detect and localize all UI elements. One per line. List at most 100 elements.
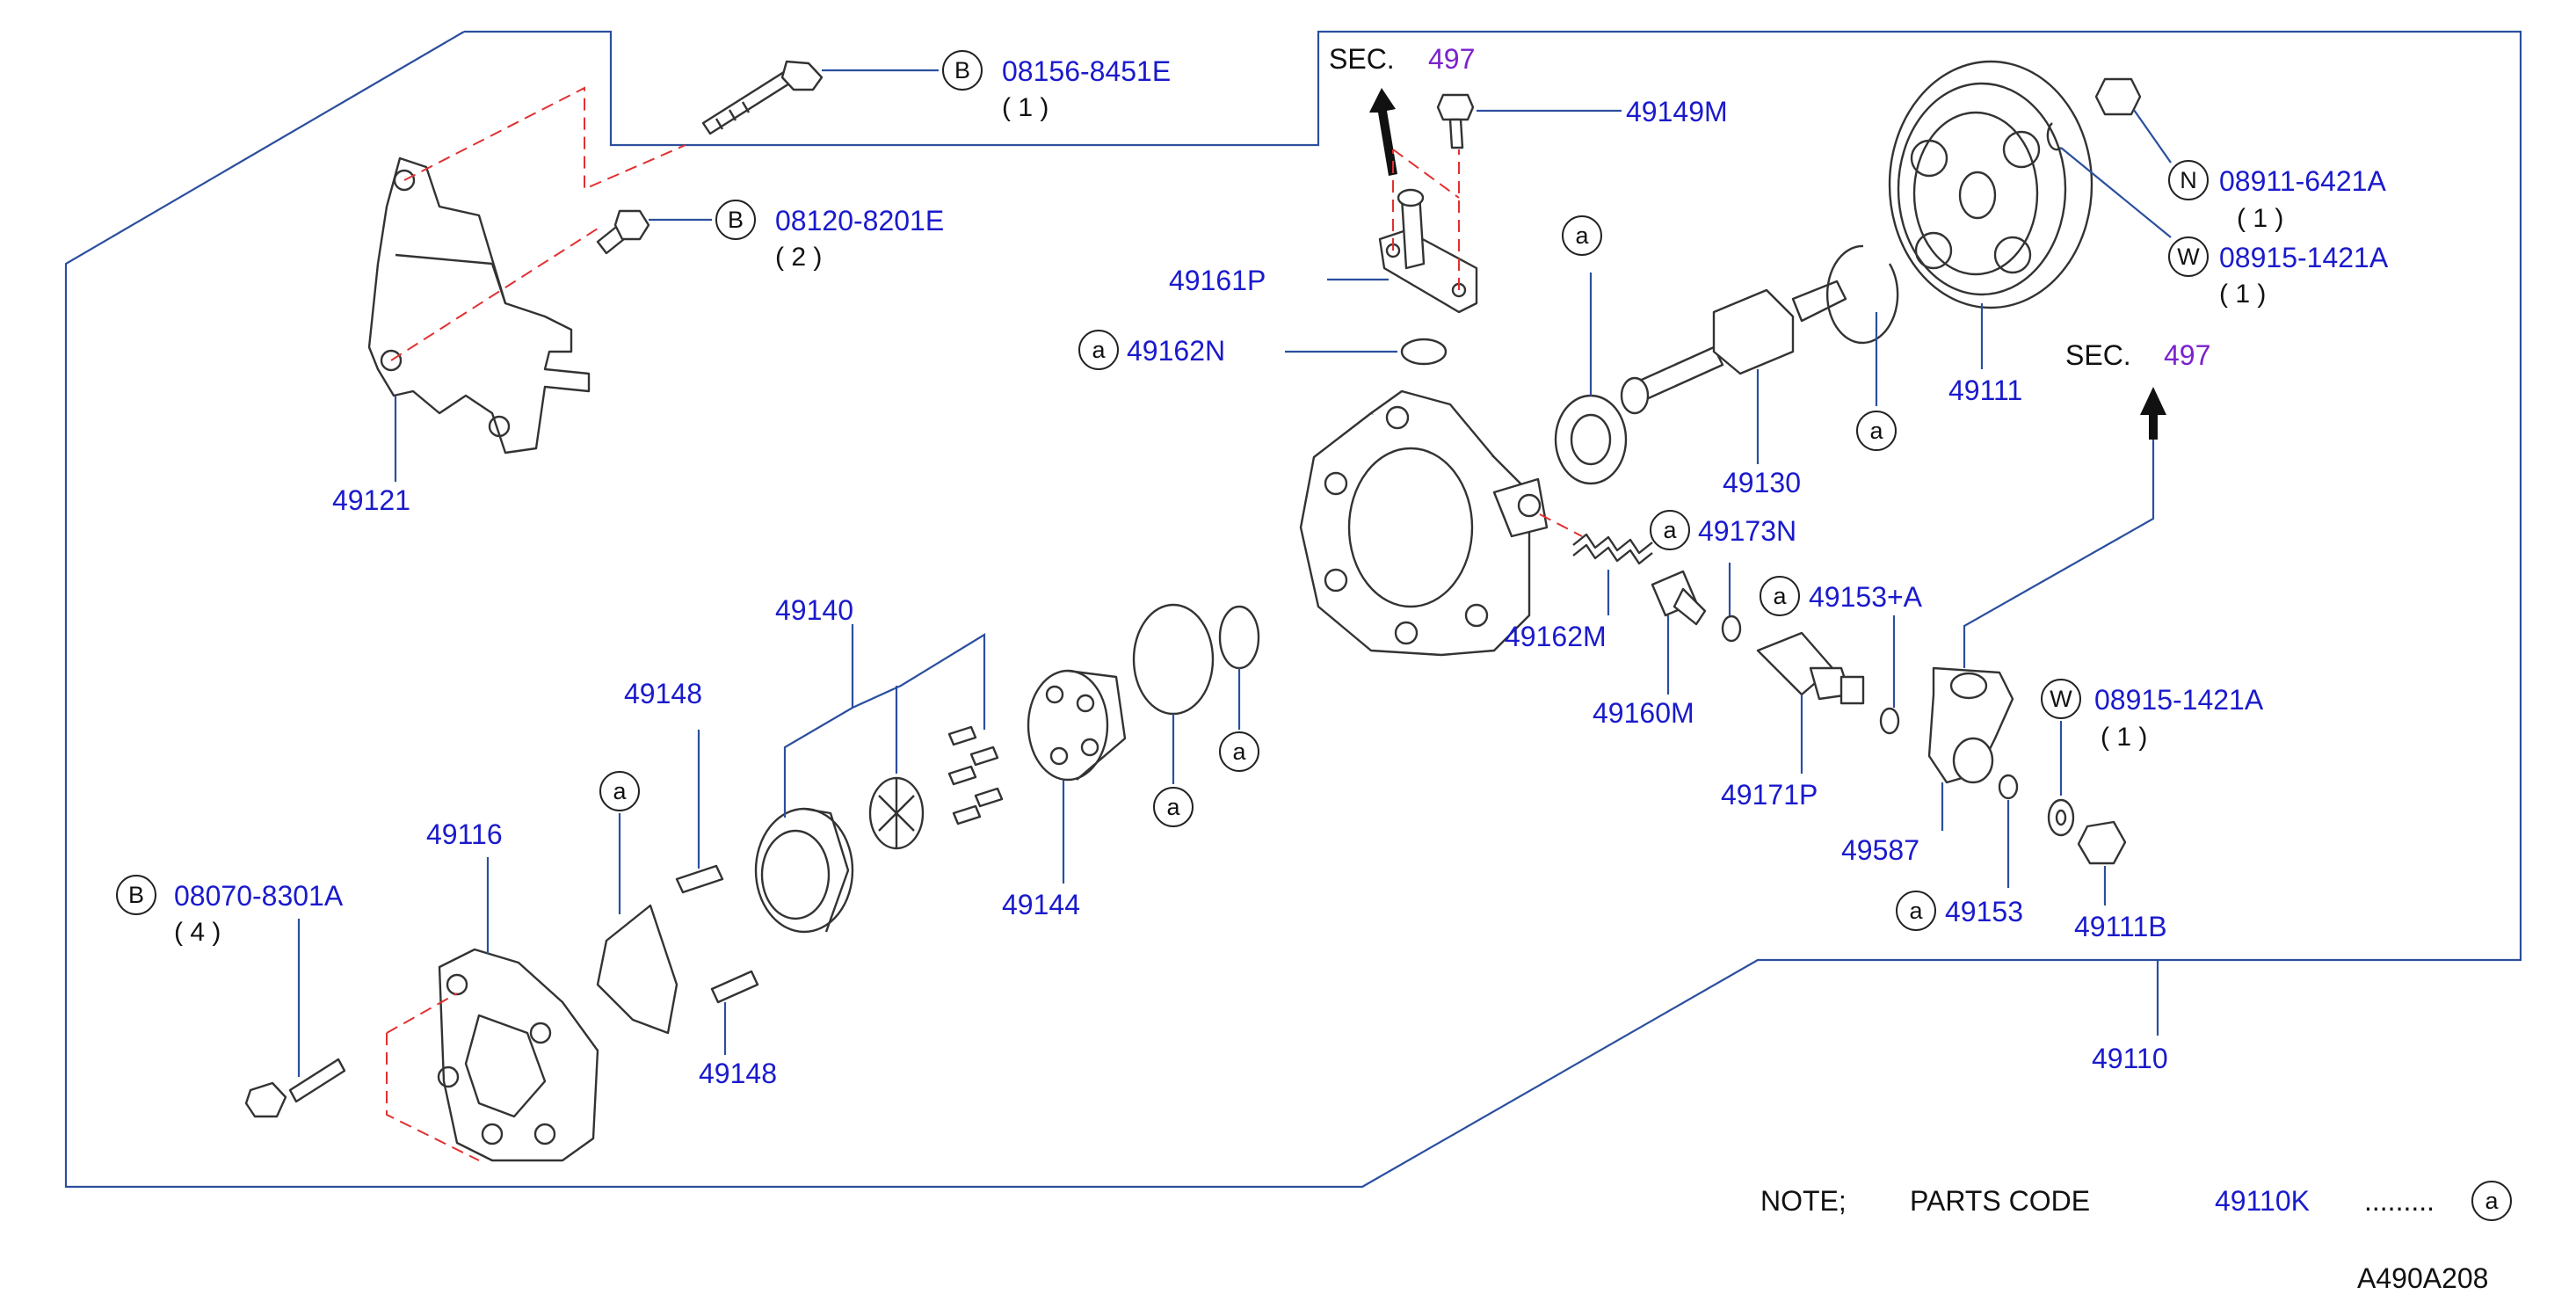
bolt-08156 [701,60,824,135]
callout-b-3 [116,875,156,915]
qty-08915-top: ( 1 ) [2219,280,2266,309]
callout-a-gasket-text: a [613,778,627,804]
note-callout-text: a [2485,1188,2499,1214]
qty-08156: ( 1 ) [1002,93,1049,122]
qty-08070: ( 4 ) [174,918,221,947]
label-08156: 08156-8451E [1002,55,1171,87]
callout-w-2-text: W [2050,686,2072,712]
callout-n-text: N [2180,167,2197,193]
callout-a-seal [1562,215,1602,256]
callout-a-49162n-text: a [1092,337,1106,363]
callout-w-1 [2168,236,2209,277]
callout-w-1-text: W [2177,244,2200,270]
note-prefix: NOTE; [1760,1185,1847,1217]
callout-b-2-text: B [728,207,744,233]
callout-a-oring-large-text: a [1166,794,1180,820]
connector-49161p [1378,149,1478,314]
callout-b-2 [715,200,756,240]
callout-a-snap-ring-text: a [1869,418,1883,444]
washer-08915-top [2046,122,2062,151]
note-dots: ......... [2364,1185,2435,1217]
label-49153a: 49153+A [1809,581,1923,613]
cartridge-49140 [754,725,1004,934]
valve-49160m [1651,570,1707,626]
bolt-08070 [244,1058,346,1118]
label-49144: 49144 [1002,889,1080,920]
bolt-08120 [596,209,650,255]
callout-a-snap-ring [1856,411,1897,451]
label-49171p: 49171P [1721,779,1818,811]
label-49160m: 49160M [1593,697,1694,729]
label-08915-top: 08915-1421A [2219,242,2389,273]
leader-49140 [783,633,986,818]
qty-08911: ( 1 ) [2237,204,2283,233]
label-08070: 08070-8301A [174,880,344,912]
washer-08915-bottom [2047,798,2075,837]
qty-08915-bottom: ( 1 ) [2101,723,2147,752]
union-49587 [1927,666,2014,784]
label-49161p: 49161P [1169,265,1266,296]
label-49111: 49111 [1948,375,2022,406]
callout-a-49173n [1650,510,1690,550]
oring-49173n [1721,615,1742,643]
sec-top-number: 497 [1428,43,1475,75]
cover-49116 [386,948,599,1162]
label-49148-bottom: 49148 [699,1058,777,1089]
sec-right-arrow [2140,387,2166,440]
oring-49153 [1998,774,2019,800]
label-49130: 49130 [1723,467,1801,498]
callout-a-oring-large [1153,787,1194,827]
gasket [596,904,678,1035]
sec-right-number: 497 [2164,339,2210,371]
callout-a-seal-text: a [1575,222,1589,249]
bracket-49121 [367,86,686,455]
pump-body [1299,389,1583,657]
callout-a-gasket [599,771,640,811]
pin-49148-bottom [710,970,759,1004]
qty-08120: ( 2 ) [775,243,822,272]
callout-a-oring-small-text: a [1232,738,1246,765]
diagram-id: A490A208 [2357,1262,2488,1294]
label-49149m: 49149M [1626,96,1728,127]
callout-a-49162n [1078,330,1119,370]
oring-small [1218,605,1260,670]
label-49162n: 49162N [1127,335,1225,367]
leader-08911 [2133,109,2172,164]
leader-sec-right [1963,440,2155,668]
callout-n [2168,160,2209,200]
nut-49111b [2077,820,2127,865]
pulley-49111 [1888,60,2093,309]
oring-49153a [1879,707,1900,735]
fitting-49171p [1756,631,1865,705]
assembly-frame [64,30,2522,1189]
label-49148-top: 49148 [624,678,702,709]
seal [1554,394,1628,485]
plate-49144 [1027,669,1127,782]
callout-w-2 [2041,679,2081,719]
bolt-49149m [1436,93,1475,149]
oring-large [1132,603,1215,716]
callout-a-49153a [1760,576,1800,616]
label-49111b: 49111B [2074,911,2167,942]
callout-b-1-text: B [954,57,970,84]
callout-b-3-text: B [128,882,144,908]
label-49140: 49140 [775,594,853,626]
leader-08915-top [2060,147,2172,238]
label-49110: 49110 [2092,1043,2168,1074]
note-parts-code: PARTS CODE [1910,1185,2090,1217]
label-08911: 08911-6421A [2219,165,2386,197]
callout-a-49153a-text: a [1773,583,1787,609]
callout-a-49153-text: a [1909,898,1923,924]
label-49153: 49153 [1945,896,2023,927]
pin-49148-top [675,864,724,894]
callout-a-oring-small [1219,731,1259,772]
oring-49162n [1400,338,1448,366]
spring-49162m [1572,533,1653,565]
note-code: 49110K [2215,1185,2310,1217]
sec-top-label: SEC. [1329,43,1395,75]
sec-right-label: SEC. [2065,339,2131,371]
label-49121: 49121 [332,484,410,516]
label-49173n: 49173N [1698,515,1796,547]
